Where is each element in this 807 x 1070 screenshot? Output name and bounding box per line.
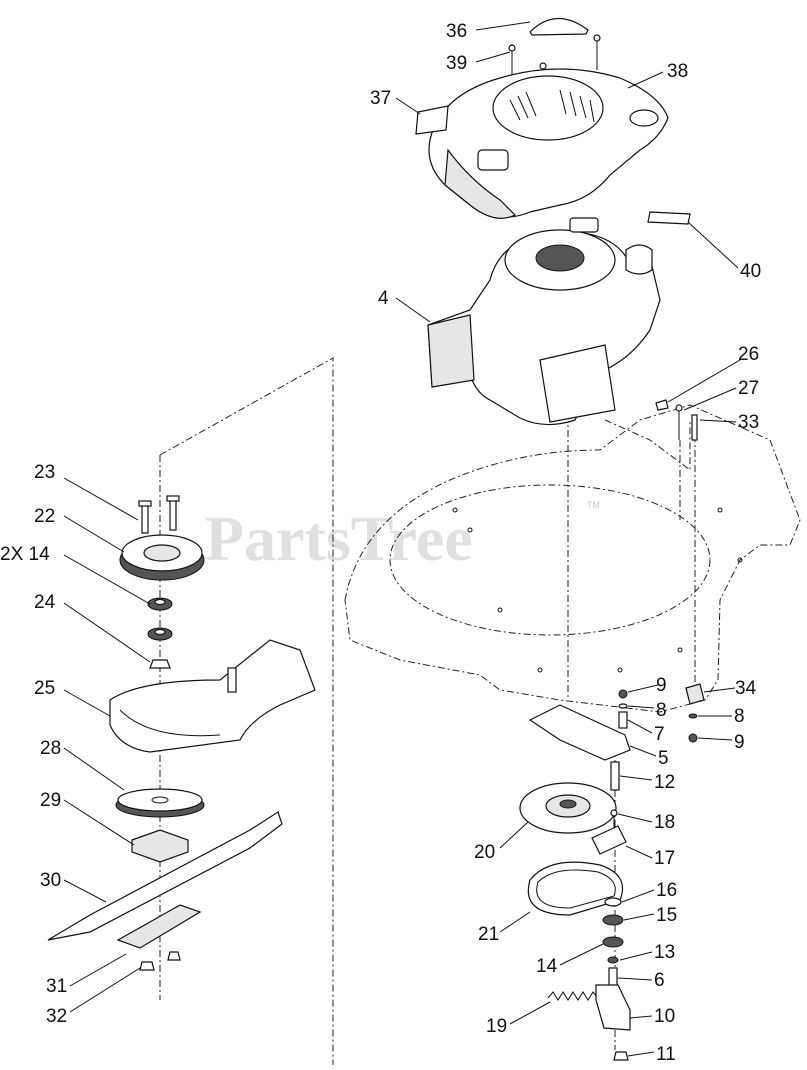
callout-37: 37: [370, 88, 391, 109]
callout-34: 34: [735, 678, 757, 699]
callout-25: 25: [34, 678, 55, 699]
part-17-plate: [591, 825, 627, 855]
callout-8-right: 8: [734, 706, 745, 727]
part-31-baffle: [116, 904, 202, 949]
callout-13: 13: [654, 942, 675, 963]
leader-lines: [63, 21, 741, 1057]
callout-27: 27: [738, 378, 759, 399]
part-21-belt: [527, 861, 624, 916]
callout-15: 15: [656, 905, 677, 926]
part-40-label: [647, 211, 691, 225]
callout-19: 19: [486, 1016, 507, 1037]
part-34-nut: [685, 683, 705, 705]
parts-7-8-9-spacers: [618, 689, 698, 743]
callout-9-upper: 9: [656, 675, 667, 696]
callout-39: 39: [446, 53, 467, 74]
watermark-trademark: TM: [587, 500, 600, 510]
callout-18: 18: [654, 812, 675, 833]
part-14-bearings: [147, 597, 173, 641]
callout-12: 12: [654, 772, 675, 793]
callout-4: 4: [378, 288, 389, 309]
callout-36: 36: [446, 21, 467, 42]
part-30-blade: [47, 811, 283, 941]
watermark: PartsTree TM: [205, 500, 600, 574]
callout-23: 23: [34, 462, 55, 483]
callout-6: 6: [654, 970, 665, 991]
callout-28: 28: [40, 738, 61, 759]
callout-17: 17: [654, 848, 675, 869]
callout-30: 30: [40, 870, 61, 891]
callout-9-right: 9: [734, 732, 745, 753]
part-36-cap: [529, 17, 589, 36]
callout-26: 26: [738, 344, 759, 365]
part-25-housing: [109, 639, 316, 753]
callout-33: 33: [738, 412, 759, 433]
callout-32: 32: [46, 1006, 67, 1027]
callout-10: 10: [654, 1006, 675, 1027]
parts-13-14-15-16-stack: [602, 897, 624, 964]
callout-24: 24: [34, 592, 56, 613]
callout-38: 38: [667, 61, 688, 82]
part-20-pulley: [519, 782, 617, 834]
callout-7: 7: [654, 724, 665, 745]
mower-deck: [344, 404, 801, 713]
watermark-text: PartsTree: [205, 503, 473, 574]
callout-14: 14: [536, 956, 558, 977]
part-12-bolt: [610, 761, 620, 791]
part-24-nut: [149, 659, 171, 669]
part-5-bracket: [528, 704, 631, 761]
part-10-arm: [595, 984, 631, 1031]
part-19-spring: [547, 991, 599, 1001]
callout-11: 11: [656, 1044, 676, 1065]
part-38-engine-shroud: [428, 68, 669, 219]
part-23-bolts: [138, 495, 180, 534]
part-11-nut: [613, 1051, 629, 1061]
callout-16: 16: [656, 880, 677, 901]
part-37-decal: [415, 105, 449, 135]
callout-40: 40: [740, 261, 761, 282]
callout-21: 21: [478, 924, 499, 945]
part-4-engine: [427, 217, 661, 426]
part-22-pulley: [119, 534, 205, 581]
part-29-adapter: [131, 829, 189, 863]
callout-2x14: 2X 14: [0, 544, 50, 565]
callout-22: 22: [34, 506, 55, 527]
callout-5: 5: [658, 748, 669, 769]
part-32-bolts: [139, 951, 181, 971]
callout-20: 20: [474, 842, 495, 863]
callout-8-upper: 8: [656, 700, 667, 721]
callout-labels: 36 39 38 37 40 4 26 27 33 23 22 2X 14 24…: [0, 21, 761, 1065]
callout-31: 31: [46, 976, 67, 997]
parts-26-27-33-hardware: [655, 399, 698, 441]
part-28-spacer: [115, 788, 205, 818]
callout-29: 29: [40, 790, 61, 811]
